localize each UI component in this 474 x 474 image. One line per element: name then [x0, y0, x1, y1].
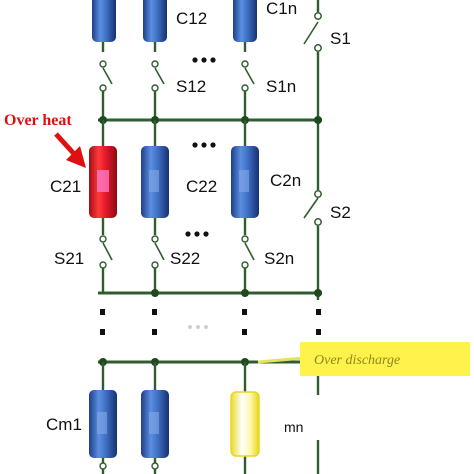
row2-cells: [89, 146, 259, 218]
row1-cells: [92, 0, 257, 42]
arrow-head-icon: [66, 146, 86, 168]
switch-s12: [154, 67, 165, 85]
vertical-ellipsis: [100, 309, 321, 335]
series-column: [303, 0, 322, 474]
label-c12: C12: [176, 9, 207, 28]
cell-c21-label-patch: [97, 170, 109, 192]
over-discharge-callout: Over discharge: [257, 342, 470, 376]
label-c21: C21: [50, 177, 81, 196]
cell-cmn-overdischarged: [230, 391, 260, 457]
label-s2: S2: [330, 203, 351, 222]
callout-text: Over discharge: [314, 353, 400, 368]
cell-c1n: [233, 0, 257, 42]
switch-s2n: [244, 242, 255, 261]
switch-s21: [102, 242, 113, 261]
label-s12: S12: [176, 77, 206, 96]
node: [314, 116, 322, 124]
node: [151, 289, 159, 297]
label-s1n: S1n: [266, 77, 296, 96]
label-c2n: C2n: [270, 171, 301, 190]
callout-box: [300, 342, 470, 376]
label-cm1: Cm1: [46, 415, 82, 434]
switch-s1-line: [303, 21, 319, 45]
switch-s2-line: [303, 197, 319, 219]
switch-s1n: [244, 67, 255, 85]
label-s21: S21: [54, 249, 84, 268]
arrow-shaft: [54, 132, 78, 158]
row2-wires: [99, 120, 255, 293]
over-heat-label: Over heat: [4, 112, 72, 129]
row1-switch-contacts: [99, 60, 249, 92]
node: [314, 289, 322, 297]
horizontal-ellipsis: [185, 57, 216, 329]
cell-c12: [143, 0, 167, 42]
cell-c11: [92, 0, 116, 42]
label-c22: C22: [186, 177, 217, 196]
label-s2n: S2n: [264, 249, 294, 268]
rowm-cells: [89, 390, 260, 458]
rowm-wires: [99, 362, 247, 474]
switch-s11: [102, 67, 113, 85]
labels: C12 C1n S12 S1n S1 C21 C22 C2n S2 S21 S2…: [46, 0, 351, 435]
label-c1n: C1n: [266, 0, 297, 18]
label-s22: S22: [170, 249, 200, 268]
label-s1: S1: [330, 29, 351, 48]
label-mn: mn: [284, 419, 303, 435]
node: [241, 289, 249, 297]
over-heat-annotation: Over heat: [4, 112, 86, 168]
switch-s22: [154, 242, 165, 261]
